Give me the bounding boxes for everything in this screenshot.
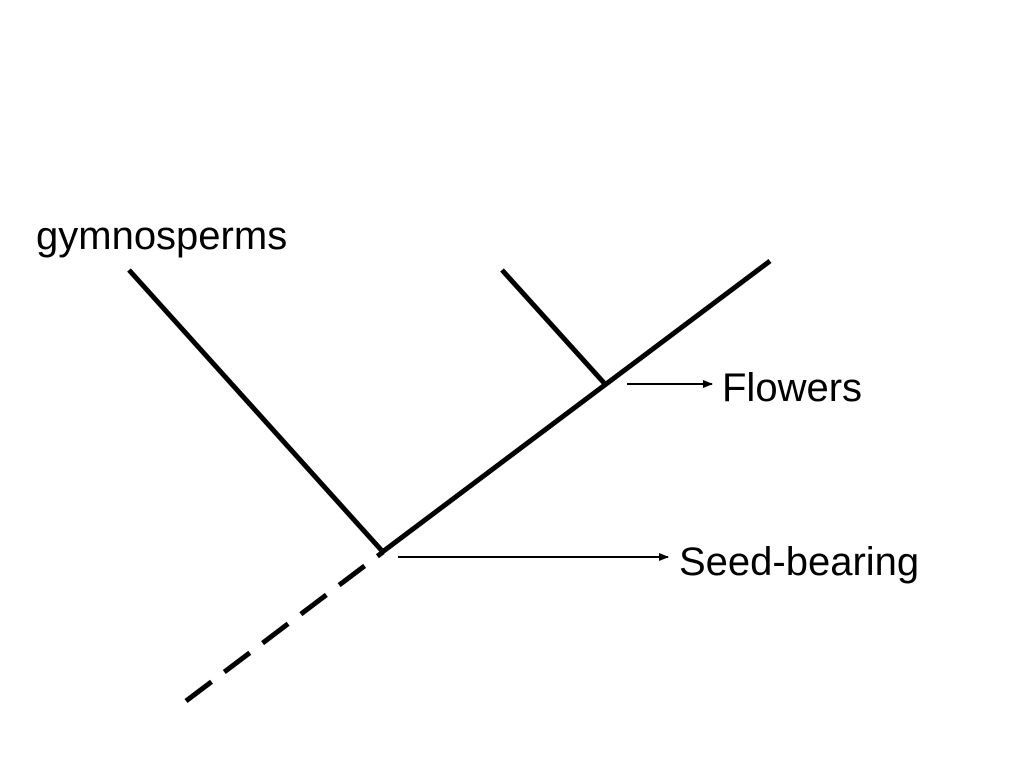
root-stem-dashed — [184, 550, 385, 703]
seed-bearing-trait-label: Seed-bearing — [679, 540, 920, 584]
flowers-trait-label: Flowers — [722, 366, 863, 410]
inner-branch — [500, 268, 607, 386]
gymnosperms-branch — [127, 268, 385, 554]
gymnosperms-label: gymnosperms — [36, 214, 288, 258]
main-trunk — [379, 259, 772, 555]
